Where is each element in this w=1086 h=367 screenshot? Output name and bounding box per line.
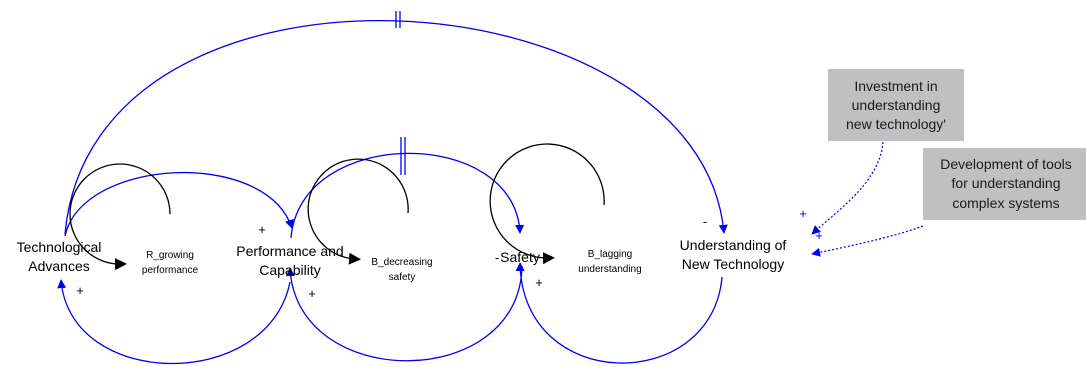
tools-line-3: complex systems — [952, 195, 1059, 211]
link-understanding-to-safety — [515, 262, 723, 364]
investment-line-2: understanding — [852, 97, 941, 113]
link-tech-to-performance — [64, 171, 294, 237]
variable-tech-advances-line-1: Technological — [17, 239, 102, 255]
loop-r-growing-line-1: R_growing — [146, 250, 194, 261]
loop-b-lagging-arc — [489, 143, 605, 265]
link-tech-to-understanding — [64, 19, 728, 235]
investment-box: Investment in understanding new technolo… — [828, 69, 964, 141]
investment-line-3: new technology' — [846, 116, 946, 132]
loop-r-growing-arc — [69, 163, 171, 271]
delay-mark-top — [395, 11, 401, 28]
loop-r-growing-line-2: performance — [142, 265, 199, 276]
loop-b-decreasing-arc — [307, 158, 409, 265]
polarity-performance-to-tech: + — [76, 283, 84, 298]
link-safety-to-performance — [285, 265, 523, 362]
link-investment-to-understanding — [811, 141, 884, 235]
variable-tech-advances-line-2: Advances — [28, 258, 89, 274]
variable-performance-line-1: Performance and — [236, 243, 343, 259]
investment-line-1: Investment in — [854, 78, 937, 94]
variable-performance-line-2: Capability — [259, 262, 320, 278]
loop-b-decreasing-line-2: safety — [389, 272, 416, 283]
tools-box-bg — [923, 148, 1086, 220]
tools-line-2: for understanding — [952, 175, 1061, 191]
delay-mark-middle — [400, 137, 406, 175]
variable-safety: Safety — [500, 249, 540, 265]
polarity-safety-to-performance: + — [308, 286, 316, 301]
variable-understanding-line-2: New Technology — [682, 256, 784, 272]
investment-box-bg — [828, 69, 964, 141]
polarity-tech-to-understanding: - — [703, 214, 707, 229]
polarity-performance-to-safety: - — [495, 250, 499, 265]
polarity-understanding-to-safety: + — [535, 275, 543, 290]
link-performance-to-safety — [290, 152, 525, 239]
link-performance-to-tech — [57, 279, 291, 365]
polarity-tech-to-performance: + — [258, 222, 266, 237]
polarity-investment-to-understanding: + — [799, 206, 807, 221]
loop-b-lagging-line-2: understanding — [578, 264, 641, 275]
tools-line-1: Development of tools — [940, 156, 1072, 172]
polarity-tools-to-understanding: + — [815, 228, 823, 243]
link-tools-to-understanding — [811, 225, 924, 257]
loop-b-decreasing-line-1: B_decreasing — [371, 257, 432, 268]
variable-understanding-line-1: Understanding of — [680, 237, 787, 253]
loop-b-lagging-line-1: B_lagging — [588, 249, 632, 260]
tools-box: Development of tools for understanding c… — [923, 148, 1086, 220]
